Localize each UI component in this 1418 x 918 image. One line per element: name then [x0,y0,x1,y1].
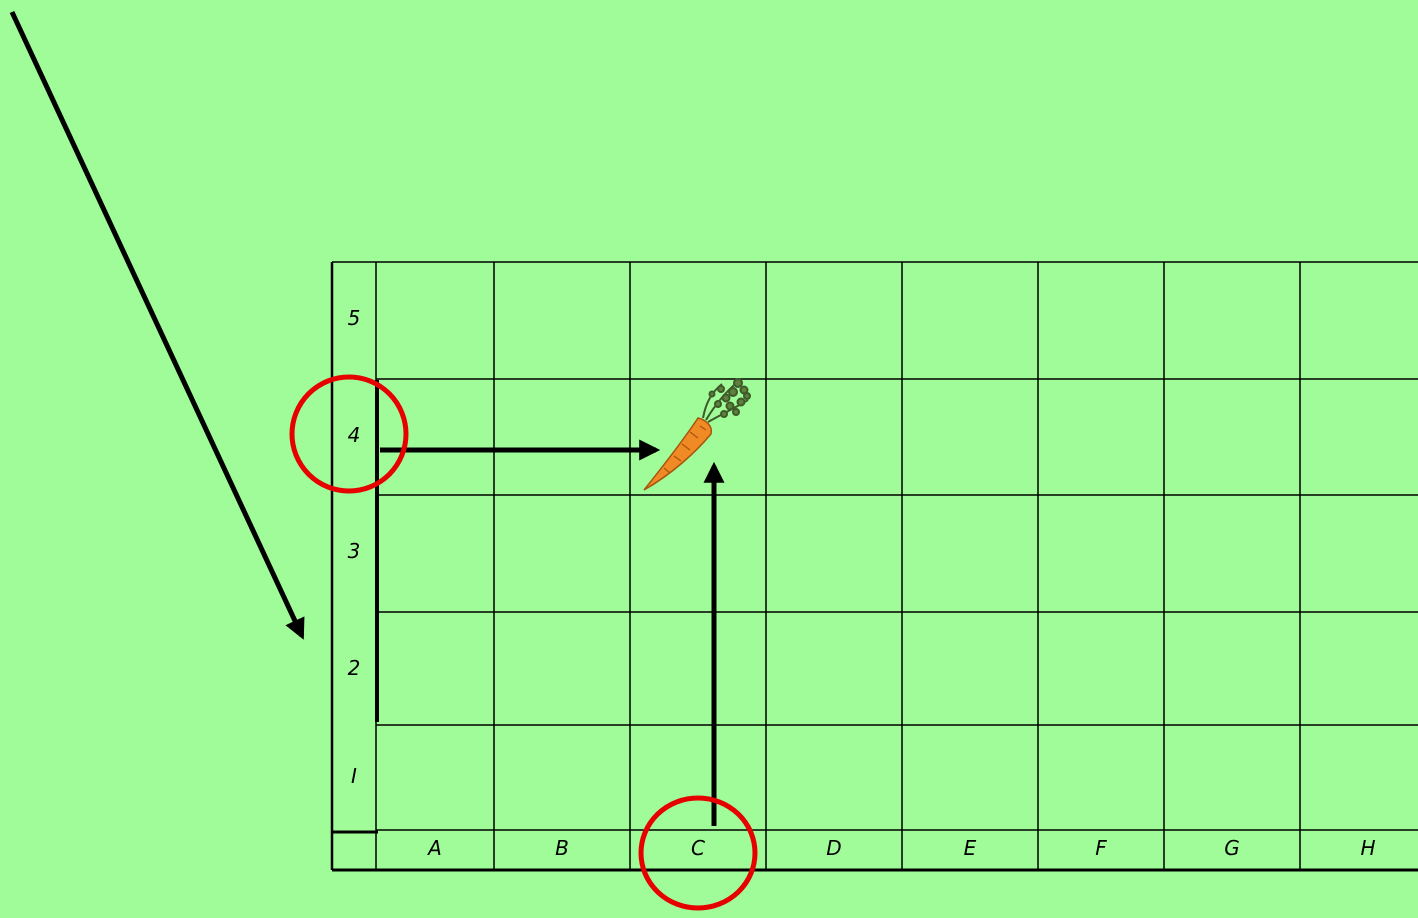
row-label-1: I [351,764,357,788]
column-label-e: E [964,836,977,860]
carrot-root [643,417,713,491]
column-c-highlight-circle [638,795,758,911]
carrot-icon [643,378,751,491]
carrot-leaves [702,378,751,423]
column-label-h: H [1360,836,1375,860]
row-4-highlight-circle [289,374,409,494]
column-label-b: B [555,836,569,860]
column-label-a: A [426,836,442,860]
carrot-root-lines [663,425,707,474]
column-label-d: D [826,836,841,860]
row-label-4: 4 [348,423,361,447]
column-label-f: F [1095,836,1107,860]
grid-lines [330,261,1418,870]
column-label-c: C [691,836,705,860]
column-labels: A B C D E F G H [426,836,1375,860]
column-label-g: G [1224,836,1240,860]
row-label-3: 3 [348,539,361,563]
row-label-2: 2 [348,656,361,680]
row-labels: 5 4 3 2 I [348,306,361,788]
diagonal-pointer-arrow [9,10,305,640]
row-label-5: 5 [348,306,361,330]
